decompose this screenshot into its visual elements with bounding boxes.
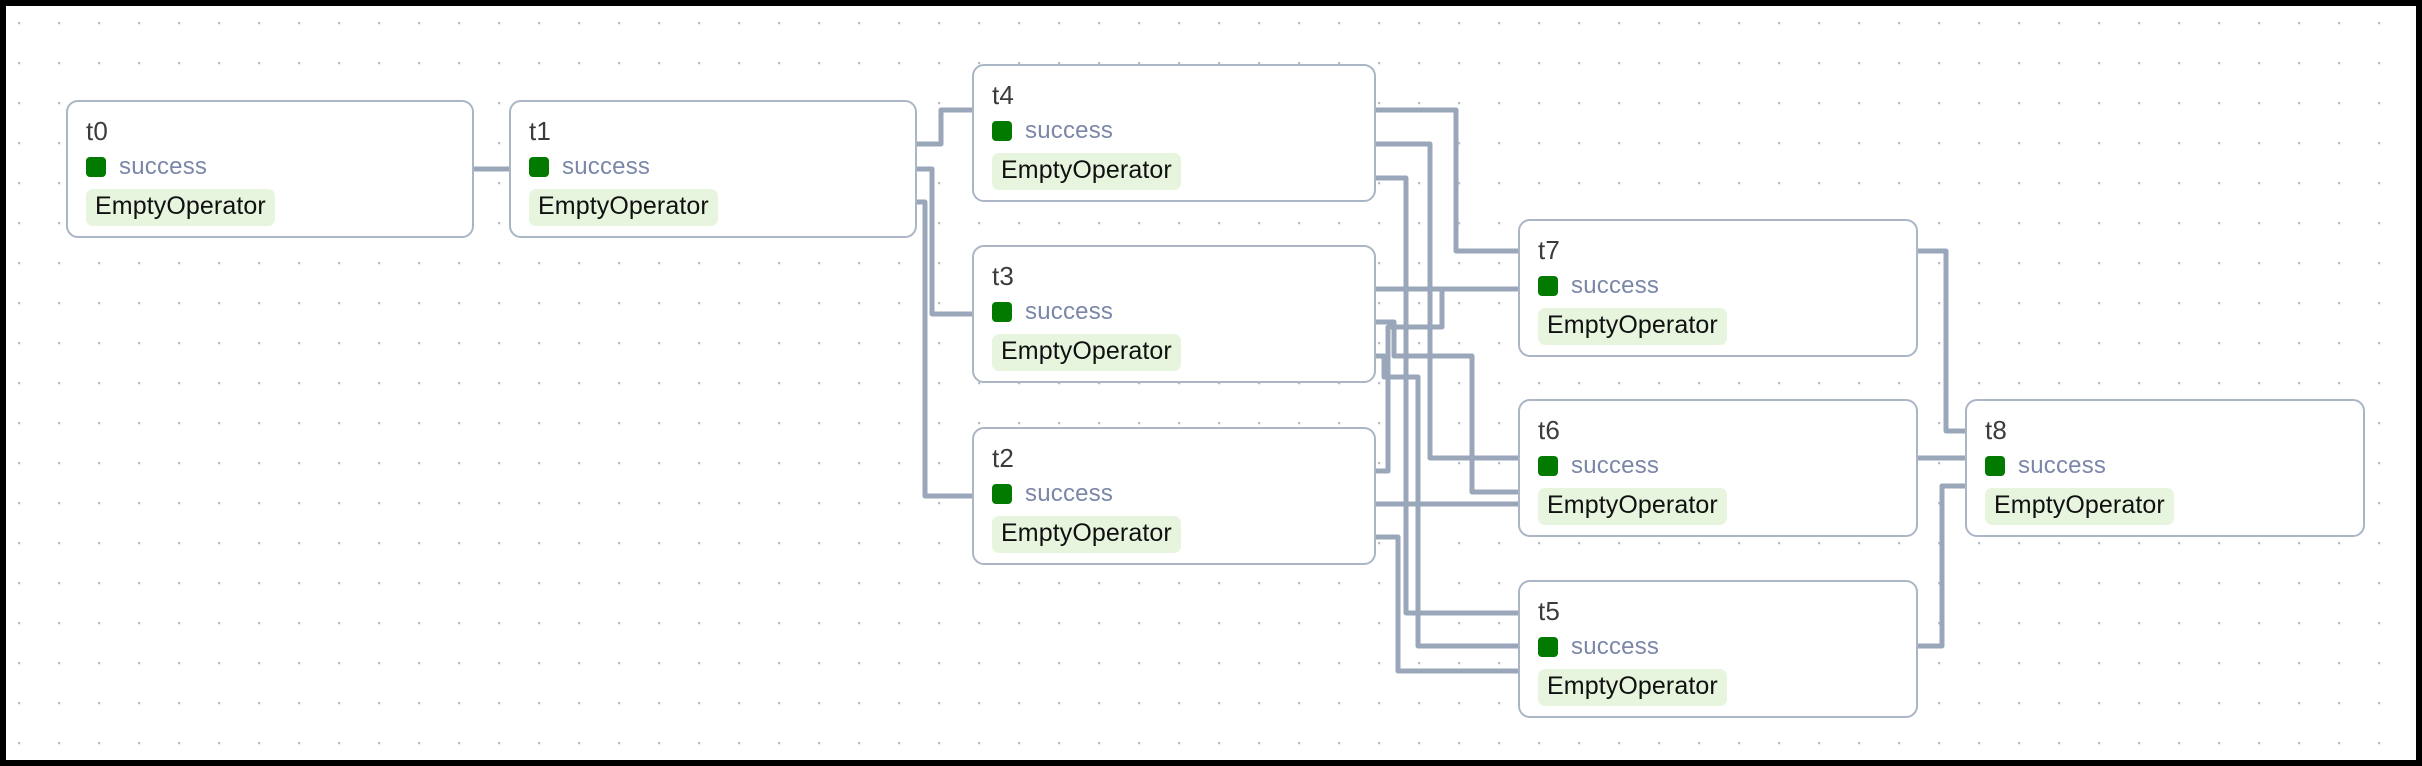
task-status-row: success <box>992 118 1113 144</box>
task-node-title: t8 <box>1985 415 2008 445</box>
task-status-row: success <box>86 154 207 180</box>
status-success-square-icon <box>529 157 549 177</box>
task-node-title: t6 <box>1538 415 1561 445</box>
edge-t4-t5 <box>1373 175 1521 616</box>
task-operator-badge: EmptyOperator <box>1538 488 1727 525</box>
status-success-square-icon <box>992 121 1012 141</box>
task-status-label: success <box>2018 452 2107 479</box>
status-success-square-icon <box>1985 456 2005 476</box>
edge-t1-t4 <box>914 107 975 147</box>
edge-t2-t5 <box>1373 534 1521 674</box>
task-operator-badge: EmptyOperator <box>1538 308 1727 345</box>
task-status-label: success <box>1571 452 1660 479</box>
task-status-row: success <box>1538 273 1659 299</box>
status-success-square-icon <box>1538 276 1558 296</box>
task-node-title: t0 <box>86 116 109 146</box>
edge-t2-t7 <box>1373 286 1521 474</box>
task-status-label: success <box>1571 633 1660 660</box>
task-status-label: success <box>1571 272 1660 299</box>
status-success-square-icon <box>992 302 1012 322</box>
task-status-label: success <box>1025 117 1114 144</box>
edge-t7-t8 <box>1915 248 1968 434</box>
task-operator-badge: EmptyOperator <box>992 334 1181 371</box>
status-success-square-icon <box>86 157 106 177</box>
task-node-title: t2 <box>992 443 1015 473</box>
task-node-title: t5 <box>1538 596 1561 626</box>
task-status-label: success <box>119 153 208 180</box>
status-success-square-icon <box>1538 456 1558 476</box>
edge-t3-t5 <box>1373 353 1521 649</box>
task-node-title: t1 <box>529 116 552 146</box>
task-node-title: t3 <box>992 261 1015 291</box>
status-success-square-icon <box>1538 637 1558 657</box>
edge-t1-t3 <box>914 166 975 317</box>
task-operator-badge: EmptyOperator <box>1985 488 2174 525</box>
task-status-label: success <box>1025 298 1114 325</box>
task-status-row: success <box>1538 634 1659 660</box>
edge-layer <box>471 107 1968 674</box>
task-status-row: success <box>992 299 1113 325</box>
edge-t4-t7 <box>1373 107 1521 254</box>
task-node-title: t4 <box>992 80 1015 110</box>
edge-t1-t2 <box>914 199 975 499</box>
task-operator-badge: EmptyOperator <box>992 153 1181 190</box>
task-operator-badge: EmptyOperator <box>1538 669 1727 706</box>
task-status-label: success <box>562 153 651 180</box>
edge-t5-t8 <box>1915 483 1968 649</box>
task-node-title: t7 <box>1538 235 1561 265</box>
task-status-row: success <box>1538 453 1659 479</box>
status-success-square-icon <box>992 484 1012 504</box>
task-status-row: success <box>992 481 1113 507</box>
task-operator-badge: EmptyOperator <box>992 516 1181 553</box>
task-status-label: success <box>1025 480 1114 507</box>
task-status-row: success <box>529 154 650 180</box>
task-operator-badge: EmptyOperator <box>529 189 718 226</box>
task-operator-badge: EmptyOperator <box>86 189 275 226</box>
task-status-row: success <box>1985 453 2106 479</box>
edge-t3-t6 <box>1373 319 1521 495</box>
